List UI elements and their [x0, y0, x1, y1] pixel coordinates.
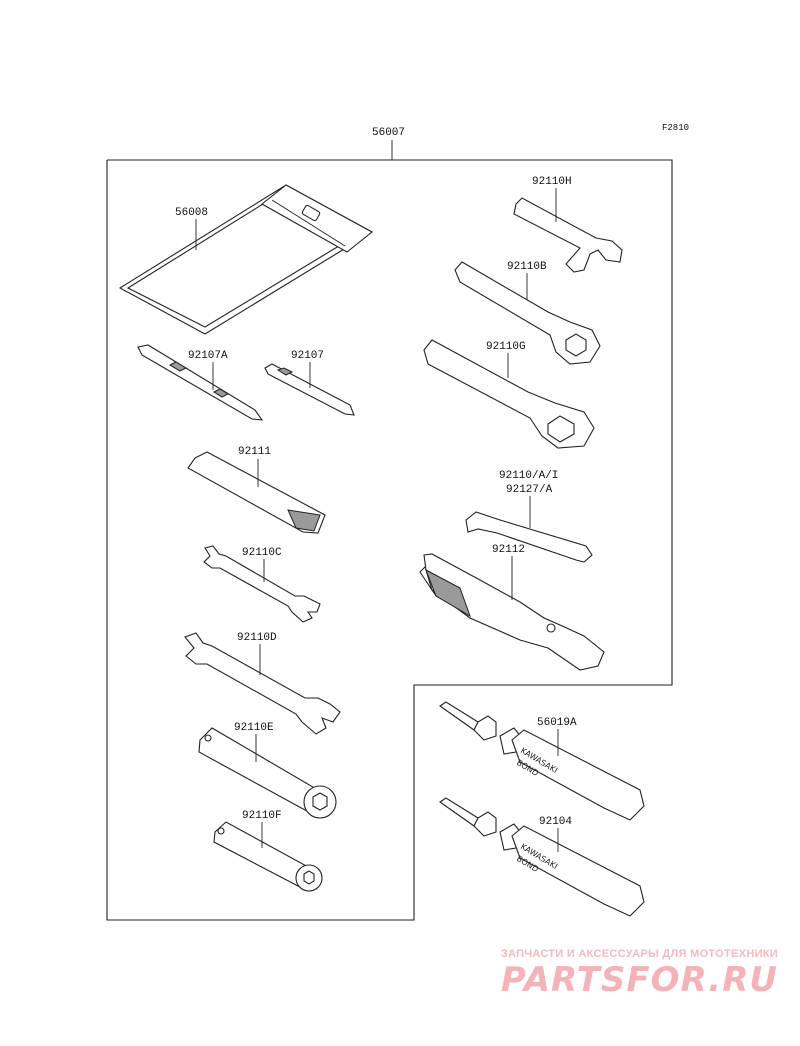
label-hook-wrench-h: 92110H	[532, 176, 572, 188]
label-hex-key-2: 92127/A	[506, 484, 553, 496]
ring-wrench-g	[423, 339, 595, 449]
label-pliers: 92112	[492, 544, 525, 556]
hex-key	[465, 511, 593, 563]
label-kit: 56007	[372, 127, 405, 139]
hook-wrench-h	[513, 197, 623, 273]
figure-code: F2810	[662, 123, 689, 133]
watermark-logo: PARTSFOR.RU	[500, 960, 778, 1000]
label-ring-wrench-b: 92110B	[507, 261, 547, 273]
screwdriver-bit-a	[137, 344, 264, 421]
label-box-wrench-e: 92110E	[234, 722, 274, 734]
open-end-wrench-d	[184, 632, 341, 735]
screwdriver-bit	[264, 363, 355, 416]
label-wrench-c: 92110C	[242, 547, 282, 559]
bond-tube: KAWASAKI BOND	[439, 797, 645, 917]
ring-wrench-b	[454, 261, 601, 365]
label-bond-a: 56019A	[537, 717, 577, 729]
label-ring-wrench-g: 92110G	[486, 341, 526, 353]
label-handle: 92111	[238, 446, 271, 458]
open-end-wrench-c	[203, 545, 321, 623]
label-screwdriver: 92107	[291, 350, 324, 362]
bond-tube-a: KAWASAKI BOND	[439, 701, 645, 821]
box-wrench-e	[198, 727, 337, 819]
label-bond: 92104	[539, 816, 572, 828]
label-wrench-d: 92110D	[237, 632, 277, 644]
tool-pouch	[118, 184, 374, 335]
kit-frame	[106, 159, 673, 921]
label-box-wrench-f: 92110F	[242, 810, 282, 822]
box-wrench-f	[213, 821, 323, 892]
label-screwdriver-a: 92107A	[188, 350, 228, 362]
pliers	[419, 553, 605, 671]
extension-handle	[187, 451, 326, 534]
label-pouch: 56008	[175, 207, 208, 219]
label-hex-key-1: 92110/A/I	[499, 470, 558, 482]
watermark-tagline: ЗАПЧАСТИ И АКСЕССУАРЫ ДЛЯ МОТОТЕХНИКИ	[500, 948, 778, 960]
